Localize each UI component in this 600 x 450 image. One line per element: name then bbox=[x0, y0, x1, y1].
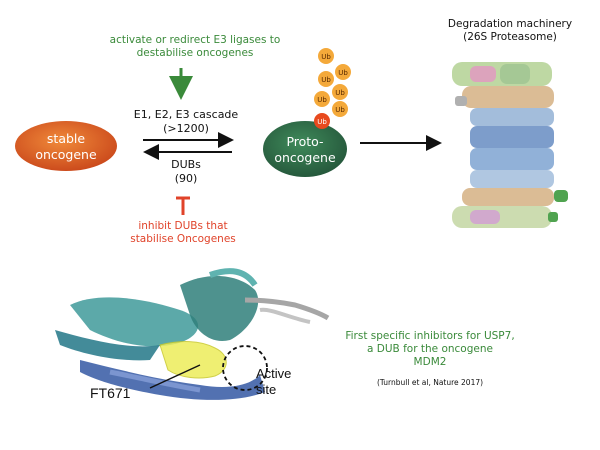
usp7-finding: First specific inhibitors for USP7, a DU… bbox=[335, 330, 525, 369]
proto-oncogene-label: Proto- oncogene bbox=[263, 134, 347, 165]
stable-oncogene-node bbox=[15, 121, 117, 171]
ub-label: Ub bbox=[317, 118, 327, 126]
ub-label: Ub bbox=[317, 96, 327, 104]
proteasome-line2: (26S Proteasome) bbox=[463, 31, 557, 44]
ub-label: Ub bbox=[338, 69, 348, 77]
ub-label: Ub bbox=[335, 89, 345, 97]
stable-oncogene-line2: oncogene bbox=[35, 146, 97, 162]
ft671-label: FT671 bbox=[90, 385, 131, 401]
stable-oncogene-label: stable oncogene bbox=[20, 131, 112, 162]
finding-line1: First specific inhibitors for USP7, bbox=[345, 330, 515, 342]
cascade-line2: (>1200) bbox=[163, 121, 209, 135]
ub-label: Ub bbox=[335, 106, 345, 114]
e1-e2-e3-cascade-label: E1, E2, E3 cascade (>1200) bbox=[126, 108, 246, 136]
proteasome-illustration bbox=[452, 62, 568, 228]
dubs-line2: (90) bbox=[174, 171, 198, 185]
activate-e3-note: activate or redirect E3 ligases to desta… bbox=[80, 34, 310, 60]
active-site-label: Active site bbox=[256, 366, 316, 399]
active-site-line2: site bbox=[256, 382, 277, 398]
dubs-line1: DUBs bbox=[171, 158, 201, 171]
active-site-line1: Active bbox=[256, 366, 292, 381]
cascade-line1: E1, E2, E3 cascade bbox=[133, 108, 239, 121]
finding-line3: MDM2 bbox=[413, 356, 447, 369]
usp7-structure-illustration bbox=[55, 268, 330, 400]
stable-oncogene-line1: stable bbox=[46, 131, 86, 146]
inhibit-note-line1: inhibit DUBs that bbox=[138, 220, 228, 232]
ub-label: Ub bbox=[321, 76, 331, 84]
activate-e3-note-line2: destabilise oncogenes bbox=[136, 47, 254, 60]
proto-oncogene-line2: oncogene bbox=[274, 149, 336, 165]
proto-oncogene-line1: Proto- bbox=[286, 134, 324, 149]
citation: (Turnbull et al, Nature 2017) bbox=[376, 378, 484, 387]
activate-e3-note-line1: activate or redirect E3 ligases to bbox=[109, 34, 281, 46]
finding-line2: a DUB for the oncogene bbox=[367, 343, 493, 356]
inhibit-note-line2: stabilise Oncogenes bbox=[130, 233, 236, 246]
ub-label: Ub bbox=[321, 53, 331, 61]
dubs-label: DUBs (90) bbox=[146, 158, 226, 186]
proto-oncogene-node bbox=[263, 121, 347, 177]
proteasome-line1: Degradation machinery bbox=[447, 18, 573, 30]
ubiquitin-chain: Ub Ub Ub Ub Ub Ub Ub bbox=[314, 48, 351, 129]
inhibit-dubs-note: inhibit DUBs that stabilise Oncogenes bbox=[118, 220, 248, 246]
proteasome-title: Degradation machinery (26S Proteasome) bbox=[430, 18, 590, 44]
